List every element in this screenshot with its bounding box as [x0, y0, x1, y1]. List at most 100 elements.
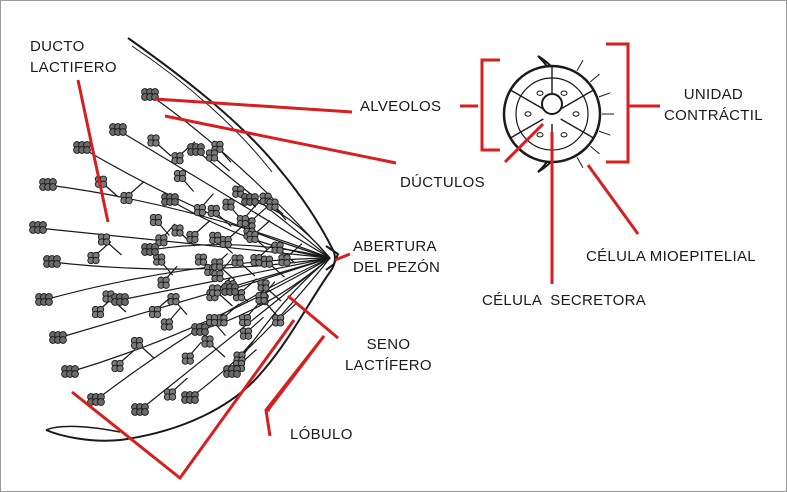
- label-ductulos: DÚCTULOS: [400, 172, 485, 193]
- alveolus-dot: [177, 230, 183, 236]
- alveolus-dot: [84, 147, 91, 154]
- alveolus-dot: [217, 264, 223, 270]
- lobule-cluster: [182, 353, 193, 364]
- label-unidad-contractil: UNIDADCONTRÁCTIL: [664, 84, 763, 126]
- lobule-cluster: [188, 144, 205, 156]
- lobule-cluster: [92, 306, 103, 317]
- alveolus-dot: [97, 311, 103, 317]
- lobule-cluster: [168, 294, 179, 305]
- alveolus-dot: [117, 365, 123, 371]
- label-lobulo: LÓBULO: [290, 424, 353, 445]
- bracket-alveolos: [482, 60, 500, 150]
- alveolus-dot: [179, 175, 185, 181]
- alveolus-dot: [232, 289, 239, 296]
- alveolus-dot: [163, 282, 169, 288]
- duct-branch: [250, 200, 330, 258]
- alveolus-dot: [192, 397, 199, 404]
- alveolus-dot: [217, 275, 223, 281]
- duct-branch: [38, 228, 330, 258]
- alveolus-dot: [200, 259, 206, 265]
- alveolus-dot: [177, 158, 183, 164]
- lobule-cluster: [174, 170, 185, 181]
- lobule-cluster: [258, 280, 269, 291]
- duct-branch: [70, 258, 330, 372]
- alveolus-dot: [159, 259, 165, 265]
- alveolus-dot: [278, 320, 284, 326]
- alveolus-dot: [263, 285, 269, 291]
- lobule-cluster: [110, 124, 127, 136]
- alveolus-dot: [142, 409, 149, 416]
- lobule-cluster: [194, 204, 205, 215]
- lobule-cluster: [74, 142, 91, 154]
- lobule-cluster: [161, 319, 172, 330]
- myoepithelial-cell-divider: [577, 60, 583, 70]
- alveolus-dot: [187, 358, 193, 364]
- alveolus-dot: [98, 399, 105, 406]
- alveolus-dot: [93, 257, 99, 263]
- alveolus-dot: [172, 199, 179, 206]
- alveolus-dot: [245, 333, 251, 339]
- label-celula-secretora: CÉLULA SECRETORA: [482, 290, 646, 311]
- lobule-cluster: [256, 292, 267, 303]
- lobule-cluster: [50, 332, 67, 344]
- alveolus-dot: [136, 342, 142, 348]
- alveolus-dot: [284, 260, 290, 266]
- alveolus-dot: [237, 260, 243, 266]
- lobule-cluster: [206, 314, 217, 325]
- lobule-cluster: [220, 236, 231, 247]
- label-celula-mioepitelial: CÉLULA MIOEPITELIAL: [586, 246, 756, 267]
- lobule-cluster: [150, 214, 161, 225]
- lobule-cluster: [148, 135, 159, 146]
- alveolus-dot: [198, 149, 205, 156]
- alveolus-dot: [207, 341, 213, 347]
- lobule-cluster: [261, 256, 272, 267]
- lobule-cluster: [142, 244, 159, 256]
- lobule-cluster: [212, 270, 223, 281]
- lobule-cluster: [251, 255, 262, 266]
- lobule-cluster: [131, 337, 142, 348]
- leader-alveolos: [155, 99, 352, 112]
- bracket-unidad: [606, 44, 628, 162]
- alveolus-dot: [228, 204, 234, 210]
- alveolus-dot: [234, 371, 241, 378]
- duct-branch: [48, 185, 330, 258]
- lobule-cluster: [172, 153, 183, 164]
- alveolus-dot: [103, 239, 109, 245]
- alveolus-dot: [199, 209, 205, 215]
- myoepithelial-cell-divider: [577, 157, 583, 167]
- alveolus-dot: [202, 329, 209, 336]
- lobule-cluster: [210, 232, 221, 243]
- lobule-cluster: [279, 255, 290, 266]
- alveolus-dot: [120, 129, 127, 136]
- lobule-cluster: [40, 179, 57, 191]
- leader-seno: [288, 296, 338, 338]
- lobule-cluster: [132, 404, 149, 416]
- lobule-cluster: [149, 306, 160, 317]
- lobule-cluster: [239, 314, 250, 325]
- alveolus-dot: [244, 319, 250, 325]
- alveolus-dot: [155, 219, 161, 225]
- alveolus-dot: [72, 371, 79, 378]
- lobule-cluster: [164, 389, 175, 400]
- alveolus-dot: [166, 324, 172, 330]
- lobule-cluster: [158, 277, 169, 288]
- alveolus-dot: [242, 220, 248, 226]
- lobule-cluster: [192, 324, 209, 336]
- lobule-cluster: [224, 366, 241, 378]
- leader-mioepitelial: [588, 165, 638, 234]
- lobule-cluster: [212, 259, 223, 270]
- alveolus-dot: [122, 299, 129, 306]
- alveolus-dot: [169, 394, 175, 400]
- lobule-cluster: [272, 242, 283, 253]
- alveolus-dot: [40, 227, 47, 234]
- alveolus-dot: [46, 299, 53, 306]
- lobule-cluster: [237, 215, 248, 226]
- lobule-cluster: [112, 294, 129, 306]
- bracket-lobulo-tick: [266, 336, 324, 436]
- lobule-cluster: [202, 336, 213, 347]
- lobule-cluster: [182, 392, 199, 404]
- alveolus-dot: [192, 236, 198, 242]
- alveolus-dot: [277, 247, 283, 253]
